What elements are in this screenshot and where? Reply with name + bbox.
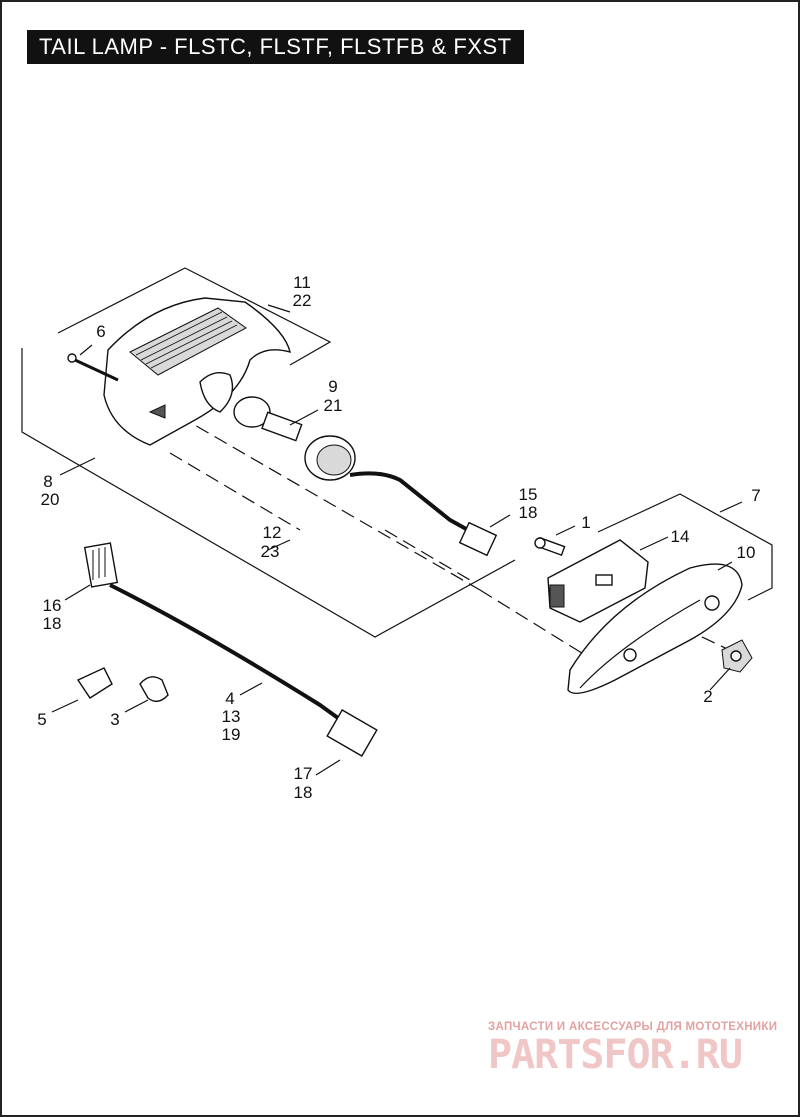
callout-21: 21 <box>324 396 343 415</box>
screw-1 <box>534 536 566 557</box>
watermark-tagline: ЗАПЧАСТИ И АКСЕССУАРЫ ДЛЯ МОТОТЕХНИКИ <box>488 1021 778 1033</box>
callout-9: 9 <box>328 377 337 396</box>
assembly-line <box>169 452 301 531</box>
callout-22: 22 <box>293 291 312 310</box>
lens-10 <box>567 563 743 694</box>
callout-20: 20 <box>41 490 60 509</box>
callout-3: 3 <box>110 710 119 729</box>
callout-18: 18 <box>43 614 62 633</box>
screw-6 <box>67 353 119 382</box>
assembly-line <box>159 404 481 591</box>
callout-18: 18 <box>519 503 538 522</box>
callout-23: 23 <box>261 542 280 561</box>
callout-12: 12 <box>263 523 282 542</box>
page-title: TAIL LAMP - FLSTC, FLSTF, FLSTFB & FXST <box>27 30 524 64</box>
callout-2: 2 <box>703 687 712 706</box>
bulb-9-21 <box>233 396 303 442</box>
group-bracket-7 <box>597 493 773 601</box>
clip-3 <box>139 676 169 703</box>
callout-13: 13 <box>222 707 241 726</box>
callout-15: 15 <box>519 485 538 504</box>
callout-14: 14 <box>671 527 690 546</box>
callout-16: 16 <box>43 596 62 615</box>
tail-lamp-housing <box>103 297 291 446</box>
group-bracket-8-20 <box>21 348 516 638</box>
callout-8: 8 <box>43 472 52 491</box>
clip-5 <box>76 667 113 699</box>
socket-15-18 <box>304 435 498 557</box>
callout-17: 17 <box>294 764 313 783</box>
callout-10: 10 <box>737 543 756 562</box>
assembly-line <box>384 529 471 581</box>
watermark-logo: PARTSFOR.RU <box>488 1032 743 1078</box>
callout-5: 5 <box>37 710 46 729</box>
callout-1: 1 <box>581 513 590 532</box>
callout-19: 19 <box>222 725 241 744</box>
leader-lines <box>51 344 733 776</box>
callout-7: 7 <box>751 486 760 505</box>
callout-4: 4 <box>225 689 234 708</box>
callout-6: 6 <box>96 322 105 341</box>
wiring-harness <box>83 542 378 757</box>
group-bracket-11-22 <box>57 267 332 366</box>
callout-18: 18 <box>294 783 313 802</box>
circuit-board-14 <box>547 539 649 623</box>
callout-11: 11 <box>293 273 311 292</box>
nut-2 <box>721 639 753 673</box>
